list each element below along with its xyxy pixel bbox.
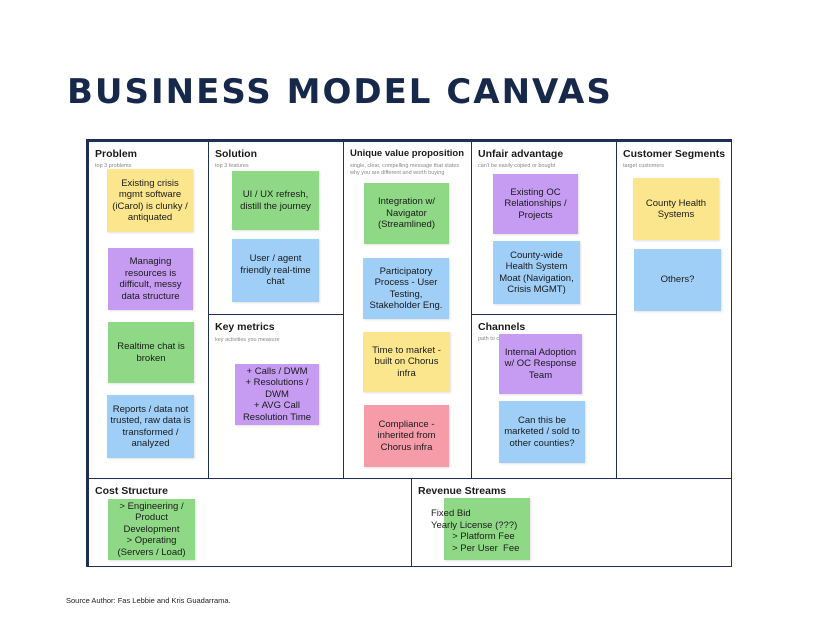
sticky-note: County-wide Health System Moat (Navigati…	[493, 241, 580, 304]
key-metrics-section: Key metrics key activities you measure	[208, 314, 344, 479]
section-title: Customer Segments	[623, 148, 726, 160]
business-model-canvas: Problem top 3 problems Solution top 3 fe…	[86, 139, 732, 567]
sticky-note: Managing resources is difficult, messy d…	[108, 248, 193, 310]
page-title: BUSINESS MODEL CANVAS	[67, 72, 613, 112]
sticky-note: County Health Systems	[633, 178, 719, 240]
section-title: Key metrics	[215, 321, 275, 333]
sticky-note: + Calls / DWM + Resolutions / DWM + AVG …	[235, 364, 319, 425]
section-subtitle: top 3 problems	[95, 163, 132, 169]
sticky-note: User / agent friendly real-time chat	[232, 239, 319, 302]
section-title: Channels	[478, 321, 526, 333]
sticky-note: Reports / data not trusted, raw data is …	[107, 395, 194, 458]
section-subtitle: top 3 features	[215, 163, 249, 169]
section-title: Unique value proposition	[350, 148, 465, 159]
sticky-note	[444, 498, 530, 560]
section-title: Cost Structure	[95, 485, 168, 497]
sticky-note: Internal Adoption w/ OC Response Team	[499, 334, 582, 394]
sticky-note: > Engineering / Product Development > Op…	[108, 499, 195, 560]
section-title: Solution	[215, 148, 257, 160]
source-credit: Source Author: Fas Lebbie and Kris Guada…	[66, 596, 231, 605]
section-subtitle: can't be easily copied or bought	[478, 163, 556, 169]
sticky-note: Realtime chat is broken	[108, 322, 194, 383]
section-title: Problem	[95, 148, 138, 160]
section-title: Unfair advantage	[478, 148, 564, 160]
sticky-note: Time to market - built on Chorus infra	[363, 332, 450, 392]
sticky-note: Participatory Process - User Testing, St…	[363, 258, 449, 319]
section-subtitle: key activities you measure	[215, 337, 280, 343]
sticky-note: Existing OC Relationships / Projects	[493, 174, 578, 234]
section-subtitle: single, clear, compelling message that s…	[350, 163, 460, 176]
sticky-note: Can this be marketed / sold to other cou…	[499, 401, 585, 463]
sticky-note: UI / UX refresh, distill the journey	[232, 171, 319, 230]
sticky-note: Others?	[634, 249, 721, 311]
sticky-note: Integration w/ Navigator (Streamlined)	[364, 183, 449, 244]
sticky-note: Compliance - inherited from Chorus infra	[364, 405, 449, 467]
section-title: Revenue Streams	[418, 485, 507, 497]
section-subtitle: target customers	[623, 163, 664, 169]
revenue-streams-text: Fixed Bid Yearly License (???) > Platfor…	[431, 508, 520, 554]
sticky-note: Existing crisis mgmt software (iCarol) i…	[107, 169, 193, 232]
